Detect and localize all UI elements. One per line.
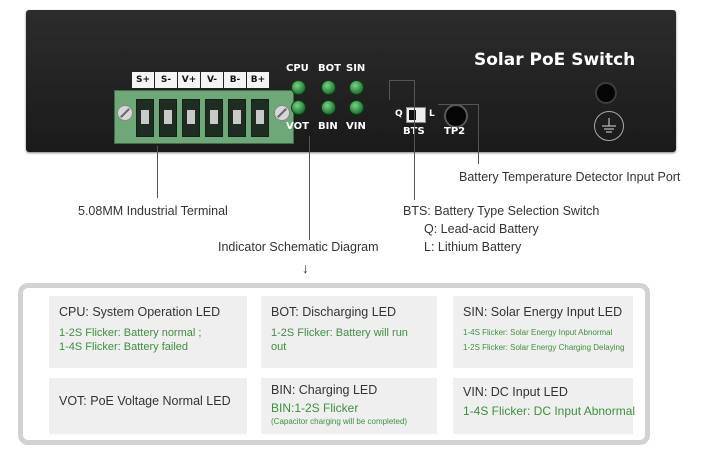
card-sin: SIN: Solar Energy Input LED 1-4S Flicker… xyxy=(453,296,633,368)
switch-label-q: Q xyxy=(395,109,403,119)
led-label-sin: SIN xyxy=(346,63,366,74)
card-bin-line2: (Capacitor charging will be completed) xyxy=(271,417,408,426)
led-bin-icon xyxy=(321,100,336,115)
terminal-label-v-plus: V+ xyxy=(178,72,200,88)
card-bin: BIN: Charging LED BIN:1-2S Flicker (Capa… xyxy=(261,378,437,434)
card-vin-line1: 1-4S Flicker: DC Input Abnormal xyxy=(463,404,636,418)
card-sin-title: SIN: Solar Energy Input LED xyxy=(463,305,623,319)
card-bot-line1: 1-2S Flicker: Battery will run xyxy=(271,327,408,339)
card-vot: VOT: PoE Voltage Normal LED xyxy=(49,378,247,434)
terminal-slot xyxy=(251,99,269,137)
down-arrow-icon: ↓ xyxy=(302,260,309,276)
card-cpu-title: CPU: System Operation LED xyxy=(59,305,221,319)
bts-leader-line xyxy=(389,80,390,100)
bts-callout-title: BTS: Battery Type Selection Switch xyxy=(403,204,600,218)
tp2-leader-line xyxy=(478,104,479,164)
led-cpu-icon xyxy=(291,80,306,95)
card-bot-title: BOT: Discharging LED xyxy=(271,305,397,319)
terminal-slot xyxy=(228,99,246,137)
indicator-leader-line xyxy=(309,136,310,240)
led-vot-icon xyxy=(291,100,306,115)
terminal-label-s-minus: S- xyxy=(155,72,177,88)
terminal-label-v-minus: V- xyxy=(201,72,223,88)
bts-switch[interactable] xyxy=(406,107,426,123)
solar-poe-switch-device: Solar PoE Switch S+ S- V+ V- B- B+ CPU B… xyxy=(26,10,676,152)
bts-callout-q: Q: Lead-acid Battery xyxy=(424,222,539,236)
terminal-body xyxy=(114,90,294,144)
tp2-port[interactable] xyxy=(444,104,468,128)
bts-label: BTS xyxy=(403,126,425,137)
switch-label-l: L xyxy=(429,109,435,119)
terminal-label-s-plus: S+ xyxy=(132,72,154,88)
led-bot-icon xyxy=(321,80,336,95)
led-label-bin: BIN xyxy=(318,121,338,132)
terminal-slot xyxy=(205,99,223,137)
led-sin-icon xyxy=(349,80,364,95)
bts-callout-l: L: Lithium Battery xyxy=(424,240,522,254)
tp2-callout: Battery Temperature Detector Input Port xyxy=(459,170,681,184)
card-cpu-line1: 1-2S Flicker: Battery normal ; xyxy=(59,327,202,339)
mounting-hole-icon xyxy=(595,82,617,104)
terminal-slot xyxy=(159,99,177,137)
terminal-label-b-minus: B- xyxy=(224,72,246,88)
led-label-cpu: CPU xyxy=(286,63,309,74)
terminal-slot xyxy=(136,99,154,137)
industrial-terminal-block: S+ S- V+ V- B- B+ xyxy=(114,72,294,144)
card-bin-line1: BIN:1-2S Flicker xyxy=(271,401,359,415)
led-label-vot: VOT xyxy=(286,121,309,132)
indicator-callout: Indicator Schematic Diagram xyxy=(218,240,379,254)
card-cpu-line2: 1-4S Flicker: Battery failed xyxy=(59,341,188,353)
led-vin-icon xyxy=(349,100,364,115)
ground-icon xyxy=(594,111,624,141)
card-sin-line1: 1-4S Flicker: Solar Energy Input Abnorma… xyxy=(463,328,613,337)
card-bot-line2: out xyxy=(271,341,287,353)
screw-icon xyxy=(274,105,290,121)
terminal-label-b-plus: B+ xyxy=(247,72,269,88)
terminal-callout: 5.08MM Industrial Terminal xyxy=(78,204,228,218)
tp2-label: TP2 xyxy=(444,126,466,137)
card-vot-title: VOT: PoE Voltage Normal LED xyxy=(59,394,231,408)
card-vin-title: VIN: DC Input LED xyxy=(463,385,568,399)
terminal-slot xyxy=(182,99,200,137)
led-label-vin: VIN xyxy=(346,121,366,132)
card-vin: VIN: DC Input LED 1-4S Flicker: DC Input… xyxy=(453,378,636,434)
card-sin-line2: 1-2S Flicker: Solar Energy Charging Dela… xyxy=(463,343,625,352)
bts-leader-line xyxy=(414,80,415,200)
led-label-bot: BOT xyxy=(318,63,341,74)
terminal-leader-line xyxy=(157,146,158,198)
card-bot: BOT: Discharging LED 1-2S Flicker: Batte… xyxy=(261,296,437,368)
indicator-schematic-panel: CPU: System Operation LED 1-2S Flicker: … xyxy=(18,283,650,445)
bts-leader-line xyxy=(389,80,414,81)
tp2-leader-line xyxy=(438,104,478,105)
device-title: Solar PoE Switch xyxy=(474,50,636,70)
card-cpu: CPU: System Operation LED 1-2S Flicker: … xyxy=(49,296,247,368)
card-bin-title: BIN: Charging LED xyxy=(271,383,378,397)
screw-icon xyxy=(117,105,133,121)
